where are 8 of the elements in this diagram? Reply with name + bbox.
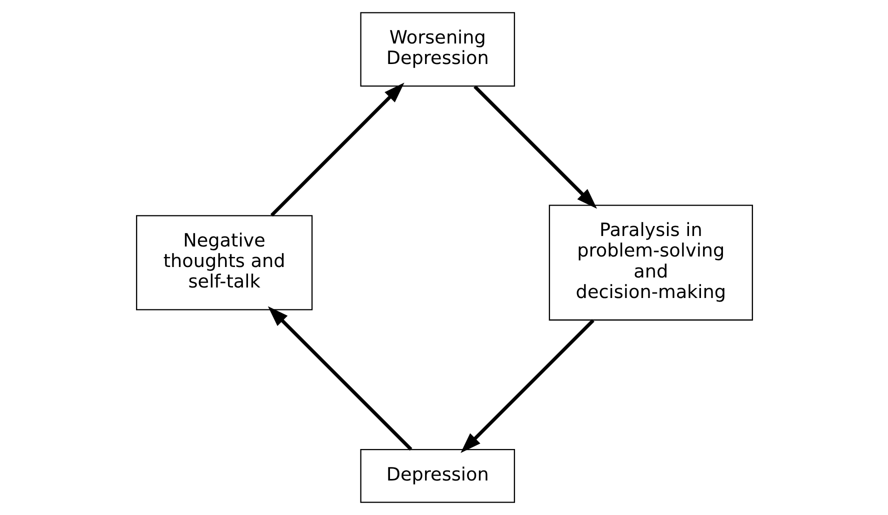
arrow bbox=[473, 85, 597, 209]
node-box: Worsening Depression bbox=[360, 12, 515, 87]
node-box: Paralysis in problem-solving and decision-making bbox=[548, 204, 752, 321]
arrow bbox=[267, 306, 412, 451]
arrow bbox=[460, 319, 594, 453]
node-box: Negative thoughts and self-talk bbox=[136, 215, 312, 310]
node-box: Depression bbox=[360, 449, 515, 503]
arrow bbox=[270, 82, 404, 217]
